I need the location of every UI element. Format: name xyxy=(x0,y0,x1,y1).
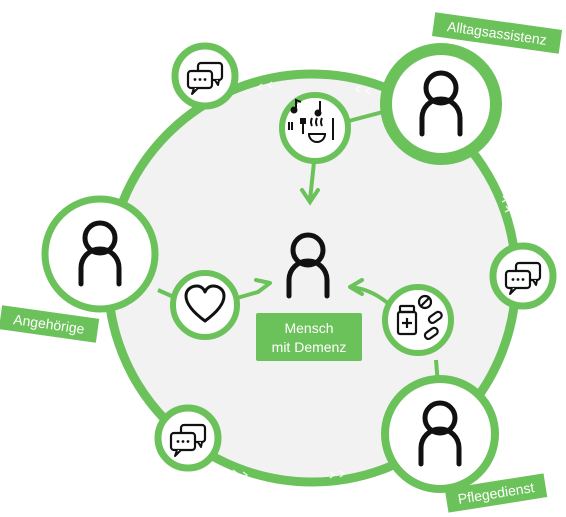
heart-icon xyxy=(184,284,226,323)
medication-icon xyxy=(396,294,443,341)
music-and-meal-icon xyxy=(288,98,334,143)
communication-node-bottom-left xyxy=(154,404,222,472)
node-pflegedienst xyxy=(381,375,499,493)
communication-node-right xyxy=(489,242,557,310)
ring-direction-markers xyxy=(114,81,510,479)
communication-node-top-left xyxy=(171,42,239,110)
label-angehoerige: Angehörige xyxy=(0,305,100,343)
center-label-line1: Mensch xyxy=(284,320,333,336)
center-label-line2: mit Demenz xyxy=(272,339,347,355)
center-label: Mensch mit Demenz xyxy=(256,313,362,361)
node-angehoerige xyxy=(41,195,159,313)
node-alltagsassistenz xyxy=(380,43,502,165)
activity-node-alltag xyxy=(279,92,351,164)
activity-node-angehoerige xyxy=(170,270,240,340)
activity-node-pflege xyxy=(382,284,454,356)
connectors xyxy=(157,108,440,386)
